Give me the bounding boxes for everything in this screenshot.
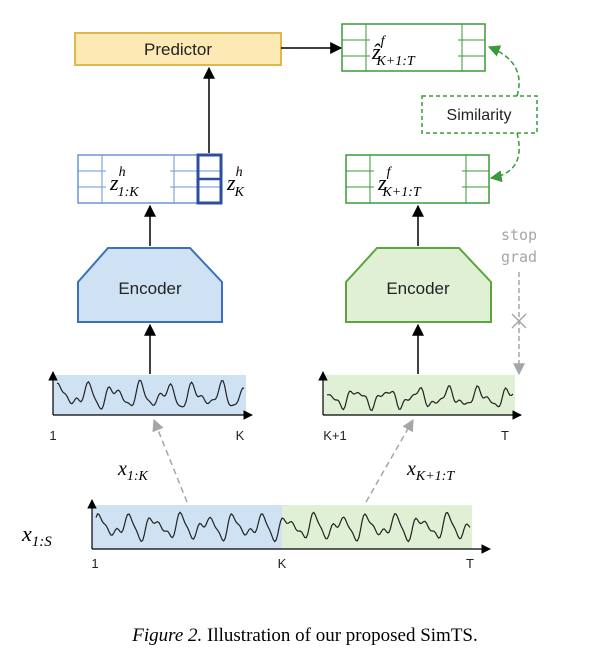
left-series-band <box>53 375 246 415</box>
future-label-bg <box>374 159 462 200</box>
similarity-block: Similarity <box>421 95 538 134</box>
right-series-label: xK+1:T <box>406 458 455 484</box>
right-encoder: Encoder <box>345 247 492 323</box>
full-series-line <box>95 511 471 543</box>
predictor-box <box>74 32 282 66</box>
right-series-line <box>327 385 514 412</box>
right-series-tick-end: T <box>501 428 509 443</box>
left-series-plot: 1 K <box>48 371 253 443</box>
figure-caption: Figure 2. Illustration of our proposed S… <box>131 625 478 646</box>
right-encoder-shape <box>345 247 492 323</box>
left-encoder-label: Encoder <box>118 279 182 298</box>
left-series-tick-end: K <box>236 428 245 443</box>
left-series-tick-start: 1 <box>49 428 56 443</box>
full-series-future-band <box>282 505 472 549</box>
left-series-line <box>56 379 245 410</box>
full-series-tick-end: T <box>466 556 474 571</box>
predicted-label-bg <box>370 28 458 68</box>
full-to-left-arrow <box>152 418 188 503</box>
right-encoder-label: Encoder <box>386 279 450 298</box>
stop-grad-line2: grad <box>501 248 537 266</box>
similarity-label: Similarity <box>447 107 512 124</box>
right-series-plot: K+1 T <box>318 371 522 443</box>
full-series-label: x1:S <box>21 521 52 550</box>
left-encoder-shape <box>77 247 223 323</box>
right-series-band <box>323 375 515 415</box>
full-series-plot: 1 K T x1:S <box>21 499 491 571</box>
left-encoder: Encoder <box>77 247 223 323</box>
predictor-block: Predictor <box>74 32 282 66</box>
history-label-bg <box>106 160 170 200</box>
similarity-to-future-arrow <box>489 132 520 183</box>
left-series-label: x1:K <box>117 458 149 484</box>
stop-grad-line1: stop <box>501 226 537 244</box>
similarity-box <box>421 95 538 134</box>
full-to-right-arrow <box>365 418 414 503</box>
predictor-label: Predictor <box>144 40 212 59</box>
right-series-tick-start: K+1 <box>323 428 347 443</box>
full-series-tick-start: 1 <box>91 556 98 571</box>
similarity-to-prediction-arrow <box>487 45 520 97</box>
full-series-tick-mid: K <box>278 556 287 571</box>
stop-grad: stop grad <box>501 226 537 376</box>
stop-grad-cross-icon <box>511 313 527 329</box>
